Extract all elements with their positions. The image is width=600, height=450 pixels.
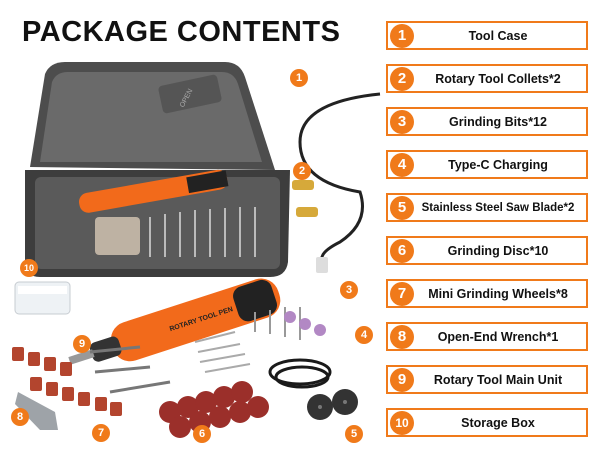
- product-illustration: OPEN ROTARY TOOL PEN: [12, 62, 381, 438]
- item-label: Grinding Bits*12: [449, 114, 547, 129]
- list-item: 7 Mini Grinding Wheels*8: [386, 279, 588, 308]
- number-badge: 4: [390, 152, 414, 177]
- rotary-tool-icon: ROTARY TOOL PEN: [68, 278, 281, 365]
- item-label: Tool Case: [468, 28, 528, 43]
- number-badge: 6: [390, 238, 414, 263]
- callout-6: 6: [193, 425, 211, 443]
- item-label: Type-C Charging: [448, 157, 548, 172]
- list-item: 6 Grinding Disc*10: [386, 236, 588, 265]
- callout-10: 10: [20, 259, 38, 277]
- callout-9: 9: [73, 335, 91, 353]
- list-item: 2 Rotary Tool Collets*2: [386, 64, 588, 93]
- item-label: Open-End Wrench*1: [437, 329, 559, 344]
- list-item: 10 Storage Box: [386, 408, 588, 437]
- callout-7: 7: [92, 424, 110, 442]
- storage-box-icon: [14, 281, 71, 315]
- wrench-icon: [15, 392, 58, 430]
- item-label: Storage Box: [461, 415, 535, 430]
- number-badge: 9: [390, 367, 414, 392]
- collet-icon: [292, 180, 318, 217]
- number-badge: 8: [390, 324, 414, 349]
- number-badge: 10: [390, 410, 414, 435]
- type-c-cable-icon: [298, 92, 381, 261]
- grinding-disc-icon: [159, 381, 269, 438]
- list-item: 8 Open-End Wrench*1: [386, 322, 588, 351]
- number-badge: 1: [390, 23, 414, 48]
- item-label: Rotary Tool Collets*2: [435, 71, 561, 86]
- callout-1: 1: [290, 69, 308, 87]
- item-label: Stainless Steel Saw Blade*2: [421, 201, 575, 214]
- list-item: 4 Type-C Charging: [386, 150, 588, 179]
- callout-4: 4: [355, 326, 373, 344]
- callout-5: 5: [345, 425, 363, 443]
- item-label: Rotary Tool Main Unit: [433, 372, 563, 387]
- item-label: Grinding Disc*10: [447, 243, 549, 258]
- list-item: 1 Tool Case: [386, 21, 588, 50]
- callout-3: 3: [340, 281, 358, 299]
- number-badge: 7: [390, 281, 414, 306]
- number-badge: 5: [390, 195, 414, 220]
- number-badge: 3: [390, 109, 414, 134]
- list-item: 5 Stainless Steel Saw Blade*2: [386, 193, 588, 222]
- page-title: PACKAGE CONTENTS: [22, 16, 341, 48]
- tool-case-icon: OPEN: [25, 62, 290, 277]
- callout-8: 8: [11, 408, 29, 426]
- list-item: 3 Grinding Bits*12: [386, 107, 588, 136]
- callout-2: 2: [293, 162, 311, 180]
- item-label: Mini Grinding Wheels*8: [428, 286, 568, 301]
- list-item: 9 Rotary Tool Main Unit: [386, 365, 588, 394]
- saw-blade-icon: [307, 389, 358, 420]
- grinding-wheel-icon: [12, 347, 122, 416]
- number-badge: 2: [390, 66, 414, 91]
